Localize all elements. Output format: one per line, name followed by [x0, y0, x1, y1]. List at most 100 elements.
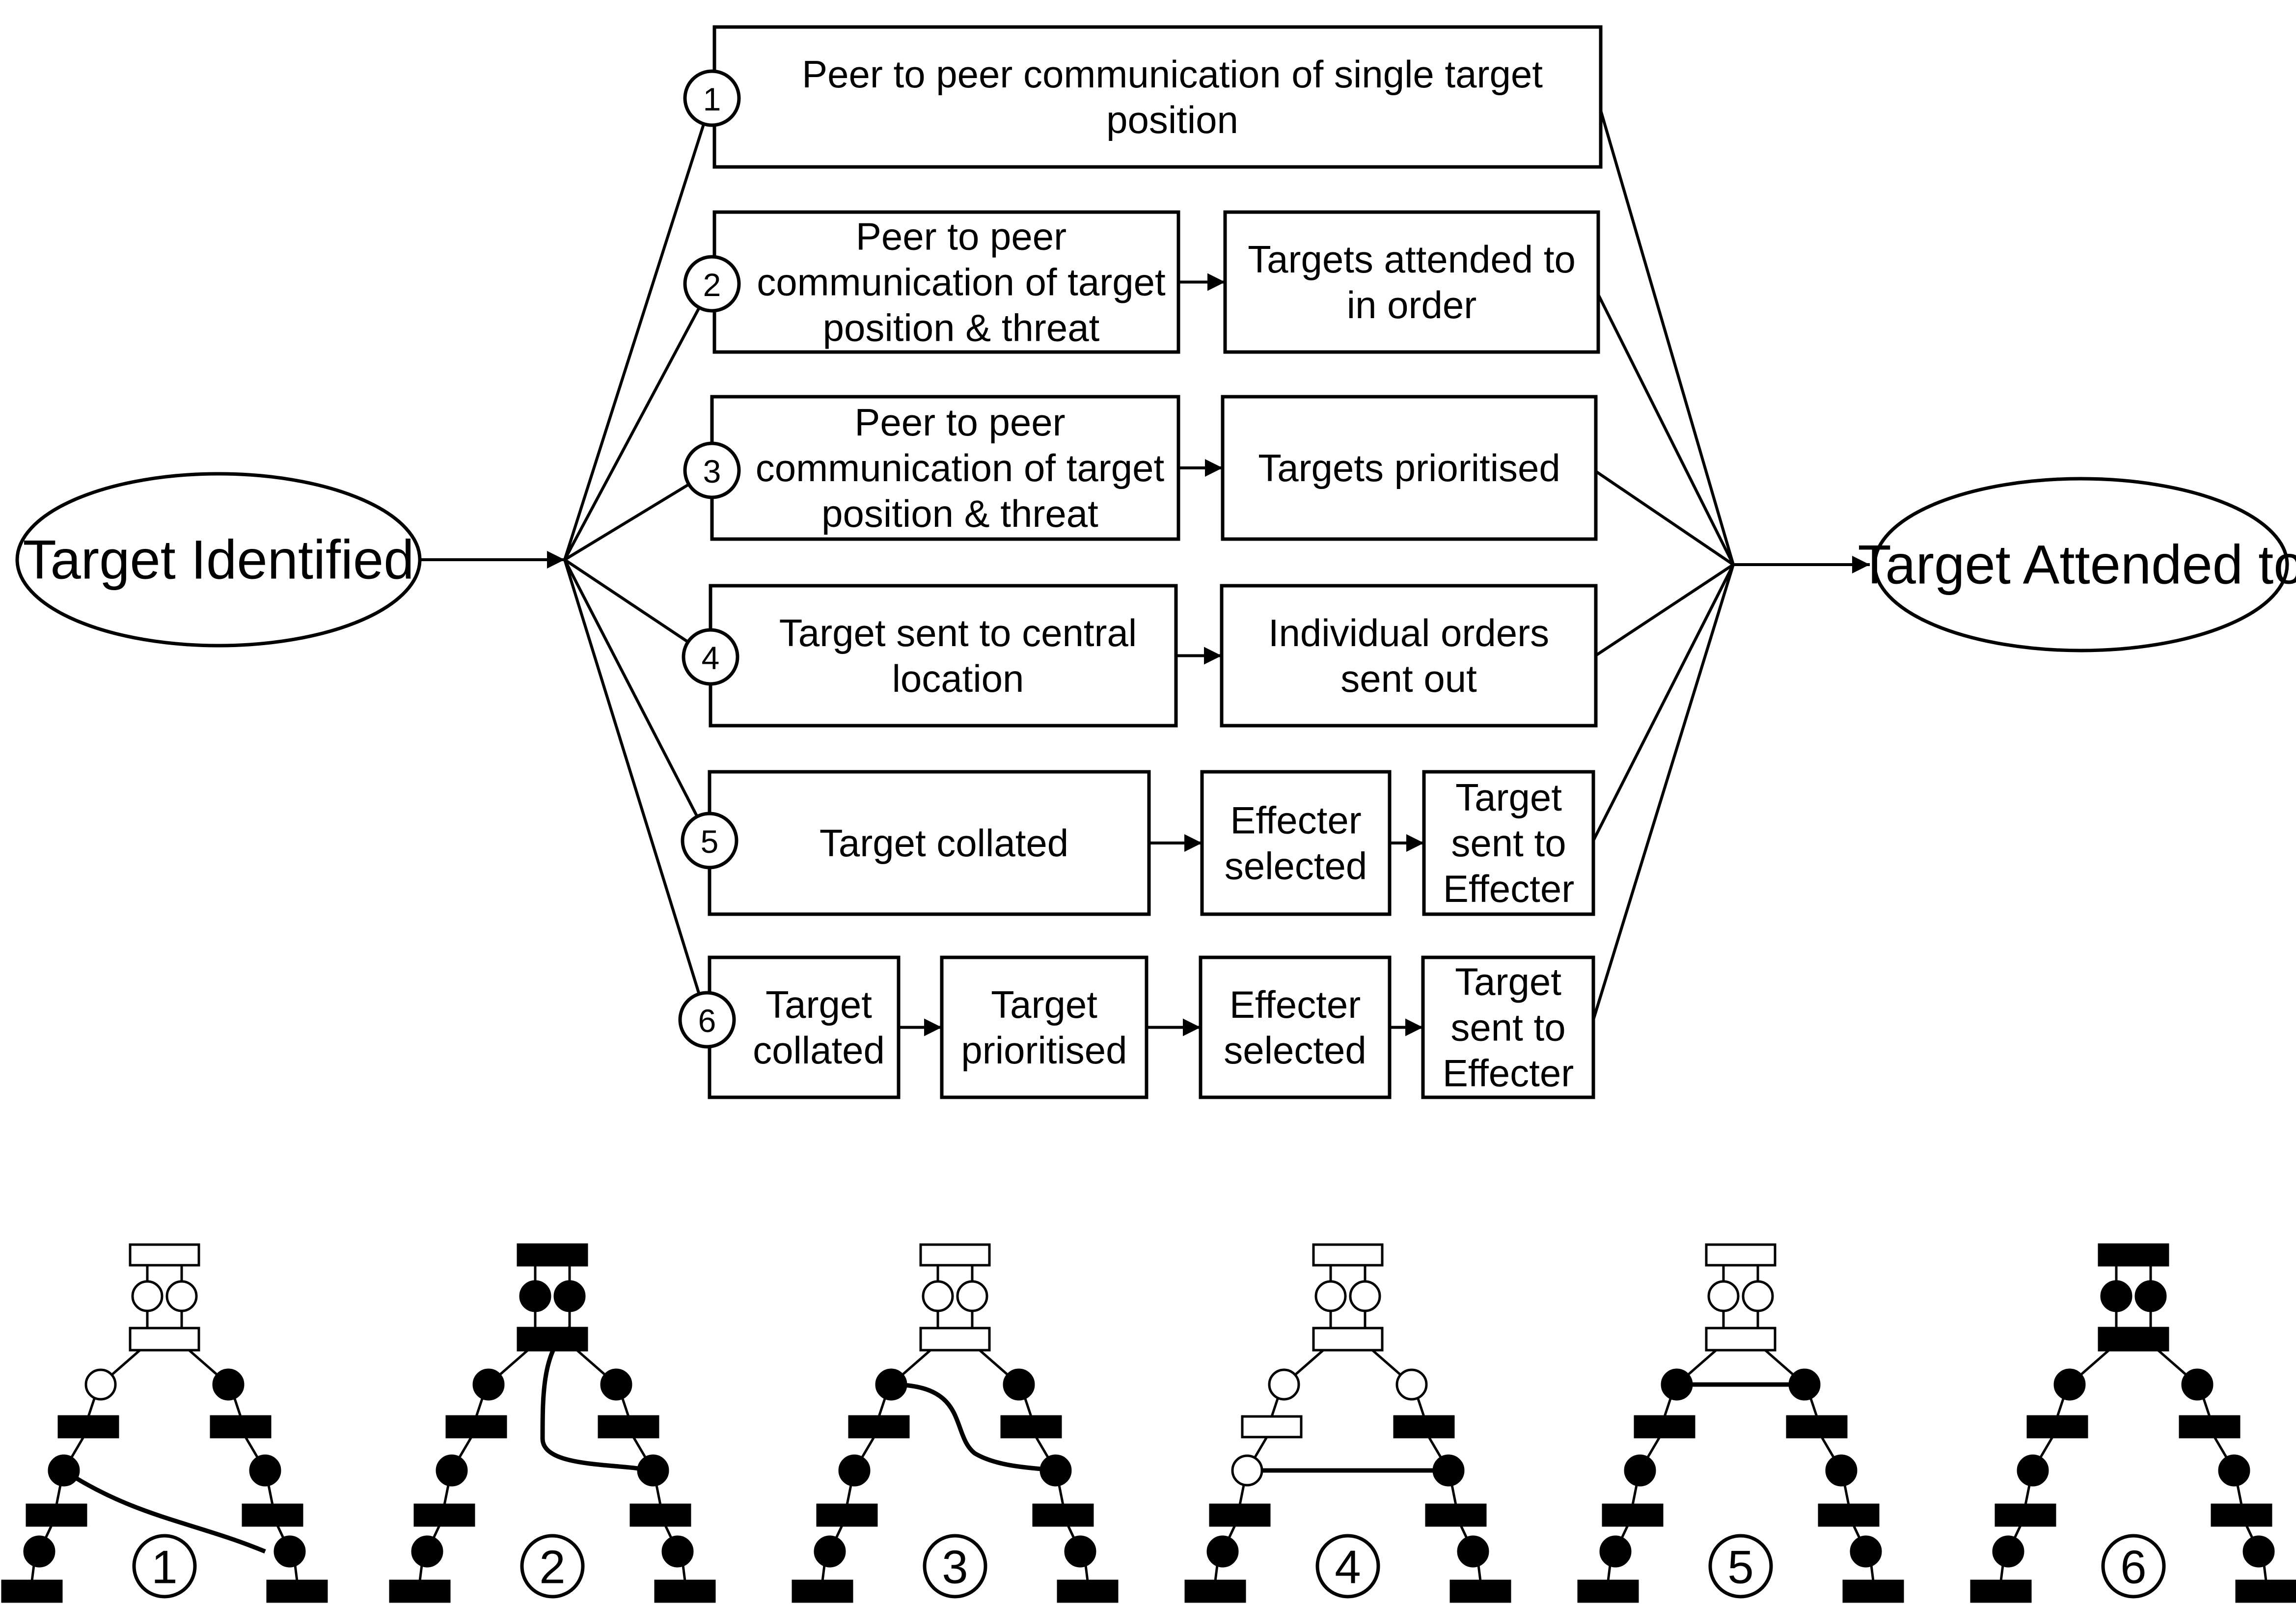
network-node	[875, 1368, 907, 1401]
network-node	[2218, 1454, 2250, 1487]
network-node	[1231, 1454, 1263, 1487]
network-number-circle	[1315, 1534, 1380, 1599]
network-number-badge: 3	[923, 1534, 987, 1599]
route-number-text: 5	[701, 823, 719, 860]
route-number-badge: 5	[681, 812, 738, 870]
process-box-text: Target collated	[820, 821, 1068, 865]
network-station	[1970, 1579, 2032, 1603]
route-number-text: 6	[698, 1003, 716, 1039]
start-label: Target Identified	[23, 529, 414, 591]
network-node	[1206, 1535, 1239, 1568]
process-box-text: sent out	[1340, 657, 1477, 700]
network-node	[553, 1280, 586, 1312]
process-box-text: location	[892, 657, 1024, 700]
process-box-frame	[1421, 955, 1595, 1099]
process-box-text: Targets prioritised	[1258, 446, 1560, 489]
route-number-circle	[683, 441, 741, 499]
network-number-text: 2	[539, 1541, 565, 1594]
network-node	[519, 1280, 551, 1312]
network-station	[517, 1243, 588, 1267]
network-node	[1825, 1454, 1858, 1487]
start-node: Target Identified	[15, 472, 422, 648]
network-station	[26, 1503, 87, 1527]
network-diagram-1: 1	[1, 1243, 328, 1603]
network-station	[210, 1415, 272, 1439]
network-station	[1393, 1415, 1455, 1439]
process-box-text: position	[1106, 98, 1238, 141]
route-number-circle	[683, 69, 741, 127]
network-station	[2098, 1243, 2169, 1267]
process-box-text: Target	[765, 983, 872, 1026]
network-node	[637, 1454, 669, 1487]
network-number-circle	[132, 1534, 197, 1599]
process-box-text: in order	[1347, 283, 1476, 326]
network-node	[1707, 1280, 1740, 1312]
fan-in-line-5	[1592, 564, 1735, 842]
route-number-text: 1	[703, 81, 721, 117]
network-station	[1032, 1503, 1094, 1527]
network-station	[266, 1579, 328, 1603]
network-number-badge: 6	[2101, 1534, 2166, 1599]
fan-in-line-3	[1595, 470, 1734, 566]
network-node	[2017, 1454, 2049, 1487]
network-node	[1624, 1454, 1656, 1487]
network-node	[1432, 1454, 1465, 1487]
network-node	[1788, 1368, 1821, 1401]
network-node	[273, 1535, 306, 1568]
route-number-text: 2	[703, 267, 721, 303]
process-box-text: communication of target	[757, 261, 1166, 304]
network-number-badge: 1	[132, 1534, 197, 1599]
route-6: TargetcollatedTargetprioritisedEffecters…	[678, 955, 1595, 1099]
process-box-text: sent to	[1450, 1006, 1565, 1049]
network-number-text: 3	[942, 1541, 968, 1594]
network-station	[1000, 1415, 1062, 1439]
process-box-frame	[708, 955, 901, 1099]
fan-out-line-5	[563, 559, 711, 842]
process-box-text: prioritised	[961, 1029, 1127, 1072]
network-node	[1599, 1535, 1632, 1568]
network-number-circle	[923, 1534, 987, 1599]
network-station	[1312, 1327, 1384, 1352]
process-box-text: Effecter	[1443, 1052, 1574, 1095]
process-box-text: position & threat	[823, 306, 1100, 350]
network-diagram-3: 3	[792, 1243, 1119, 1603]
network-node	[436, 1454, 468, 1487]
network-station	[919, 1327, 991, 1352]
end-label: Target Attended to	[1858, 534, 2296, 596]
process-box-text: Target	[1455, 960, 1561, 1004]
network-station	[389, 1579, 451, 1603]
process-box-frame	[940, 955, 1148, 1099]
network-node	[212, 1368, 245, 1401]
network-station	[2211, 1503, 2272, 1527]
process-box-frame	[712, 25, 1603, 169]
network-station	[445, 1415, 507, 1439]
process-box-text: Peer to peer communication of single tar…	[802, 53, 1543, 96]
network-number-text: 6	[2120, 1541, 2146, 1594]
process-box-frame	[1200, 770, 1392, 916]
network-node	[2053, 1368, 2086, 1401]
fan-in-line-2	[1597, 294, 1735, 566]
network-station	[2235, 1579, 2296, 1603]
route-number-text: 4	[702, 640, 720, 676]
route-number-circle	[682, 628, 739, 686]
process-box: Peer to peer communication of single tar…	[712, 25, 1603, 169]
process-box-frame	[1221, 395, 1598, 541]
network-diagrams: 1 2 3 4 5 6	[1, 1243, 2296, 1603]
network-node	[249, 1454, 281, 1487]
network-number-badge: 4	[1315, 1534, 1380, 1599]
network-number-badge: 5	[1708, 1534, 1773, 1599]
process-box-text: selected	[1224, 1029, 1367, 1072]
process-box-text: position & threat	[821, 492, 1098, 535]
route-number-badge: 6	[678, 991, 736, 1049]
network-station	[1184, 1579, 1246, 1603]
network-station	[1634, 1415, 1695, 1439]
network-station	[413, 1503, 475, 1527]
route-number-badge: 4	[682, 628, 739, 686]
process-box-text: Target	[1455, 776, 1562, 819]
network-node	[1850, 1535, 1882, 1568]
network-station	[919, 1243, 991, 1267]
fan-out-line-1	[563, 98, 713, 560]
process-box-text: Individual orders	[1268, 611, 1549, 654]
